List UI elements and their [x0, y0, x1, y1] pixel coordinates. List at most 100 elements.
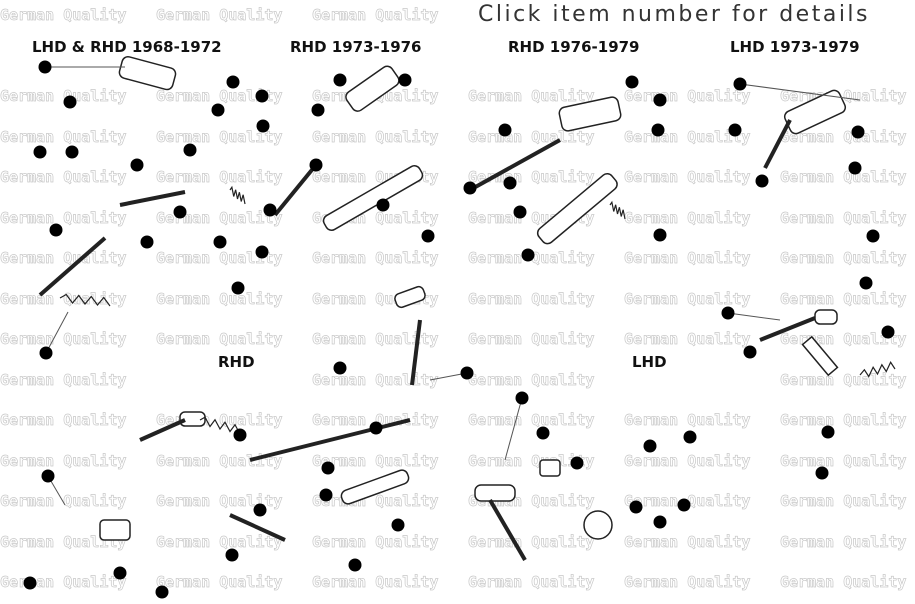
item-number-dot[interactable] [225, 548, 239, 562]
pivot-tube [322, 165, 424, 231]
item-number-dot[interactable] [38, 60, 52, 74]
item-number-dot[interactable] [651, 123, 665, 137]
spring [199, 416, 241, 435]
item-number-dot[interactable] [33, 145, 47, 159]
item-number-dot[interactable] [866, 229, 880, 243]
item-number-dot[interactable] [625, 75, 639, 89]
item-number-dot[interactable] [183, 143, 197, 157]
item-number-dot[interactable] [321, 461, 335, 475]
item-number-dot[interactable] [39, 346, 53, 360]
pivot-tube [340, 469, 410, 505]
item-number-dot[interactable] [629, 500, 643, 514]
pedal-pad [179, 411, 206, 427]
item-number-dot[interactable] [333, 73, 347, 87]
section-label-rhd-1976-1979: RHD 1976-1979 [508, 38, 640, 56]
item-number-dot[interactable] [253, 503, 267, 517]
pedal-arm [38, 236, 107, 297]
item-number-dot[interactable] [653, 228, 667, 242]
item-number-dot[interactable] [319, 488, 333, 502]
item-number-dot[interactable] [851, 125, 865, 139]
item-number-dot[interactable] [65, 145, 79, 159]
item-number-dot[interactable] [369, 421, 383, 435]
item-number-dot[interactable] [848, 161, 862, 175]
item-number-dot[interactable] [376, 198, 390, 212]
pivot-shaft [229, 513, 286, 542]
item-number-dot[interactable] [333, 361, 347, 375]
pivot-tube [99, 519, 131, 541]
item-number-dot[interactable] [653, 515, 667, 529]
item-number-dot[interactable] [140, 235, 154, 249]
item-number-dot[interactable] [721, 306, 735, 320]
pedal-arm [469, 138, 561, 192]
item-number-dot[interactable] [130, 158, 144, 172]
pivot-hub [583, 510, 613, 540]
section-label-rhd: RHD [218, 353, 255, 371]
section-label-lhd: LHD [632, 353, 667, 371]
item-number-dot[interactable] [677, 498, 691, 512]
item-number-dot[interactable] [63, 95, 77, 109]
pedal-pad [118, 55, 177, 91]
instruction-text: Click item number for details [478, 2, 871, 27]
item-number-dot[interactable] [728, 123, 742, 137]
item-number-dot[interactable] [498, 123, 512, 137]
item-number-dot[interactable] [815, 466, 829, 480]
item-number-dot[interactable] [211, 103, 225, 117]
pivot-shaft [119, 190, 186, 207]
item-number-dot[interactable] [309, 158, 323, 172]
pedal-pad [474, 484, 516, 502]
pedal-pad [345, 65, 400, 112]
leader-line [727, 312, 781, 321]
pedal-arm [139, 418, 186, 442]
spring [859, 361, 896, 378]
item-number-dot[interactable] [536, 426, 550, 440]
item-number-dot[interactable] [733, 77, 747, 91]
item-number-dot[interactable] [255, 245, 269, 259]
item-number-dot[interactable] [683, 430, 697, 444]
item-number-dot[interactable] [515, 391, 529, 405]
item-number-dot[interactable] [460, 366, 474, 380]
item-number-dot[interactable] [233, 428, 247, 442]
item-number-dot[interactable] [213, 235, 227, 249]
pivot-tube [536, 172, 618, 245]
item-number-dot[interactable] [231, 281, 245, 295]
item-number-dot[interactable] [503, 176, 517, 190]
pedal-arm [763, 119, 792, 169]
item-number-dot[interactable] [859, 276, 873, 290]
pivot-shaft [249, 418, 411, 462]
pedal-pad [558, 96, 622, 132]
item-number-dot[interactable] [513, 205, 527, 219]
section-label-rhd-1973-1976: RHD 1973-1976 [290, 38, 422, 56]
pedal-pad [394, 285, 426, 309]
pedal-pad [539, 459, 561, 477]
item-number-dot[interactable] [263, 203, 277, 217]
item-number-dot[interactable] [881, 325, 895, 339]
spring [59, 293, 111, 307]
item-number-dot[interactable] [41, 469, 55, 483]
item-number-dot[interactable] [643, 439, 657, 453]
item-number-dot[interactable] [743, 345, 757, 359]
leader-line [504, 397, 523, 461]
item-number-dot[interactable] [311, 103, 325, 117]
item-number-dot[interactable] [255, 89, 269, 103]
item-number-dot[interactable] [23, 576, 37, 590]
leader-line [45, 311, 69, 354]
item-number-dot[interactable] [398, 73, 412, 87]
section-label-lhd-1973-1979: LHD 1973-1979 [730, 38, 860, 56]
item-number-dot[interactable] [570, 456, 584, 470]
item-number-dot[interactable] [348, 558, 362, 572]
item-number-dot[interactable] [113, 566, 127, 580]
item-number-dot[interactable] [421, 229, 435, 243]
item-number-dot[interactable] [521, 248, 535, 262]
item-number-dot[interactable] [463, 181, 477, 195]
pedal-arm [488, 498, 527, 562]
item-number-dot[interactable] [49, 223, 63, 237]
item-number-dot[interactable] [755, 174, 769, 188]
leader-line [739, 83, 861, 101]
item-number-dot[interactable] [155, 585, 169, 599]
item-number-dot[interactable] [256, 119, 270, 133]
item-number-dot[interactable] [173, 205, 187, 219]
item-number-dot[interactable] [226, 75, 240, 89]
item-number-dot[interactable] [391, 518, 405, 532]
item-number-dot[interactable] [821, 425, 835, 439]
item-number-dot[interactable] [653, 93, 667, 107]
